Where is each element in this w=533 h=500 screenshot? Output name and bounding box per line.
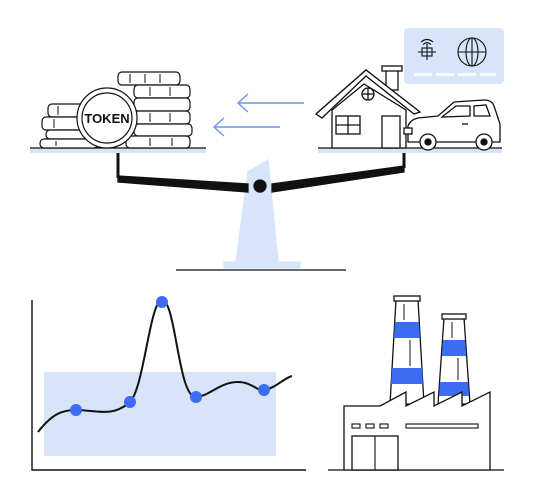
arrow-left-icon (236, 93, 304, 113)
card-number-dashes (414, 73, 496, 76)
credit-card-icon (404, 28, 504, 84)
chart-axes (31, 300, 306, 471)
chart-point (258, 384, 270, 396)
coin-edges (53, 74, 173, 146)
scale-base (223, 261, 301, 269)
chart-point (70, 404, 82, 416)
scale-beam-right (271, 165, 405, 193)
coin-stack-icon: TOKEN (39, 71, 193, 149)
chart-point (156, 296, 168, 308)
scale-pivot (253, 179, 267, 193)
chimney-icon (389, 295, 425, 405)
arrow-left-icon (212, 117, 280, 137)
chart-point (190, 391, 202, 403)
house-icon (314, 65, 422, 149)
right-pan-shadow (318, 148, 502, 153)
car-icon (403, 99, 501, 151)
chimney-icon (437, 313, 471, 405)
left-pan-shadow (30, 148, 206, 153)
token-coin: TOKEN (76, 87, 138, 149)
balance-scale-icon (30, 147, 502, 271)
scale-pedestal (235, 158, 279, 263)
exchange-arrows (212, 93, 304, 137)
token-label: TOKEN (84, 111, 129, 126)
scale-beam-left (117, 175, 249, 193)
chip-icon (418, 38, 436, 60)
chart-highlight-band (44, 372, 276, 456)
factory-icon (328, 295, 504, 471)
chart-point (124, 396, 136, 408)
globe-icon (457, 37, 487, 67)
coin-stack-back (117, 71, 193, 149)
line-chart-icon (31, 296, 306, 471)
